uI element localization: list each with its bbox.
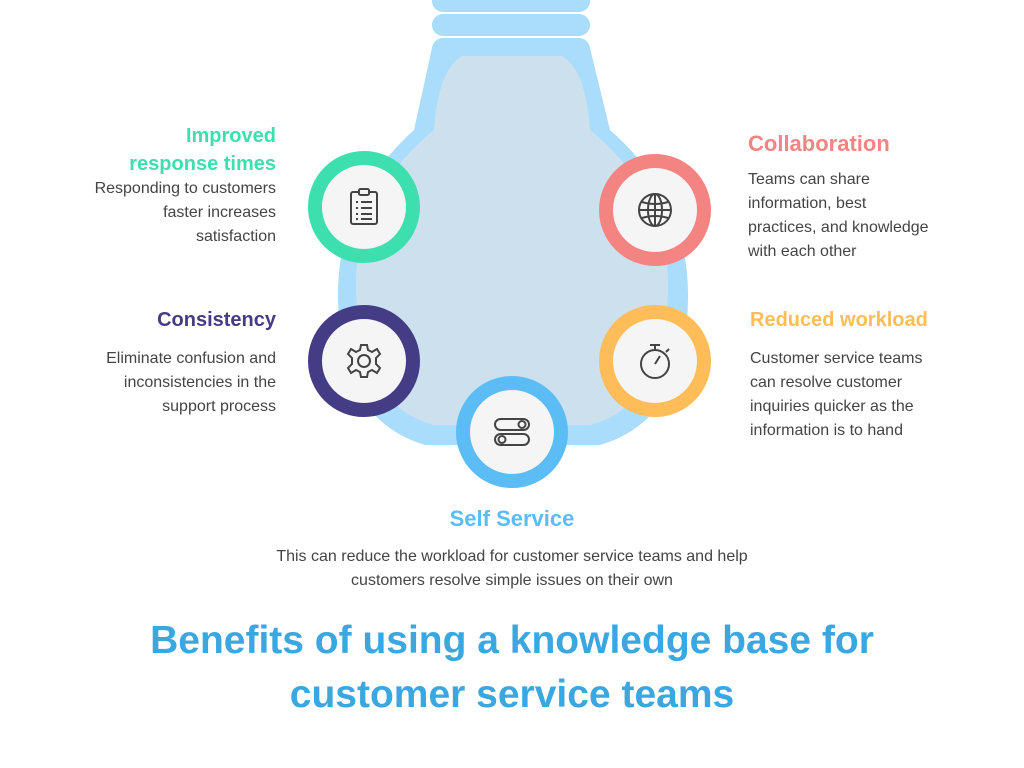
reduced-workload-description: Customer service teams can resolve custo… bbox=[750, 350, 923, 439]
self-service-circle bbox=[456, 376, 568, 488]
toggle-switch-icon bbox=[494, 418, 530, 446]
page-title: Benefits of using a knowledge base for c… bbox=[150, 619, 874, 716]
collaboration-description: Teams can share information, best practi… bbox=[748, 171, 929, 260]
self-service-heading: Self Service bbox=[449, 506, 575, 531]
collaboration-heading: Collaboration bbox=[748, 131, 890, 156]
improved-response-heading: Improved response times bbox=[129, 125, 276, 175]
improved-response-description: Responding to customers faster increases… bbox=[94, 180, 276, 245]
globe-icon bbox=[638, 193, 672, 227]
reduced-workload-heading: Reduced workload bbox=[750, 309, 928, 331]
consistency-heading: Consistency bbox=[157, 309, 276, 331]
improved-response-circle bbox=[308, 151, 420, 263]
clipboard-icon bbox=[350, 188, 378, 225]
reduced-workload-circle bbox=[599, 305, 711, 417]
stopwatch-icon bbox=[640, 344, 670, 379]
consistency-description: Eliminate confusion and inconsistencies … bbox=[106, 350, 276, 415]
gear-icon bbox=[346, 344, 382, 378]
self-service-description: This can reduce the workload for custome… bbox=[276, 548, 748, 589]
collaboration-circle bbox=[599, 154, 711, 266]
consistency-circle bbox=[308, 305, 420, 417]
